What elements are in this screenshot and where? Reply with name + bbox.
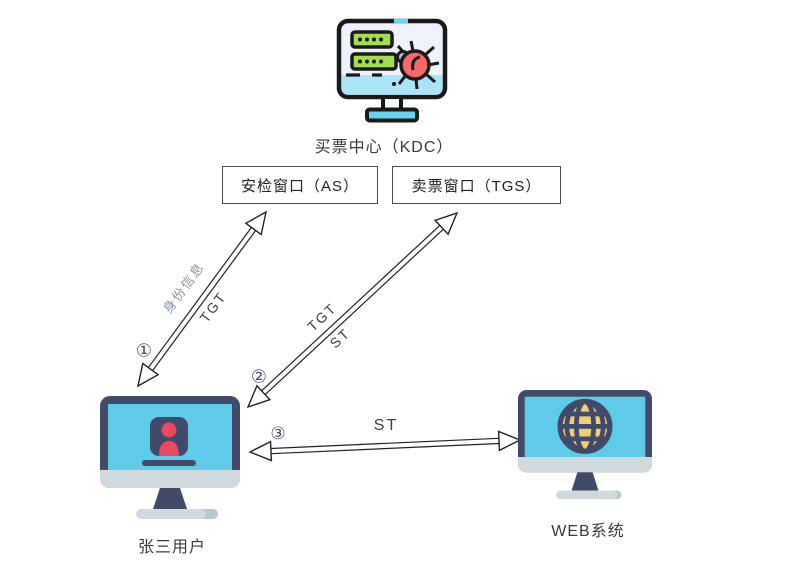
step-badge-1: ① (135, 340, 153, 361)
web-base (556, 490, 618, 500)
kdc-screen-band (341, 75, 443, 95)
flow2-label-tgt: TGT (304, 299, 340, 335)
user-monitor-bezel (100, 470, 240, 488)
flow3-label-st: ST (373, 417, 399, 434)
globe-icon (557, 398, 613, 454)
tgs-box: 卖票窗口（TGS） (392, 166, 561, 204)
user-screen-bar (142, 460, 196, 466)
web-monitor-bezel (518, 457, 652, 473)
flow1-label-tgt: TGT (196, 288, 230, 326)
user-base (136, 509, 206, 519)
kdc-computer-icon (336, 18, 448, 123)
kdc-base (365, 107, 419, 123)
kdc-label: 买票中心（KDC） (314, 139, 454, 156)
password-field-icon (350, 30, 394, 49)
step-badge-2: ② (250, 366, 268, 387)
user-label: 张三用户 (137, 539, 206, 556)
as-box: 安检窗口（AS） (222, 166, 378, 204)
web-label: WEB系统 (551, 523, 625, 540)
web-stand (571, 472, 599, 491)
user-stand (153, 488, 187, 509)
step-badge-3: ③ (270, 424, 286, 443)
person-icon (150, 417, 188, 456)
web-computer-icon (518, 390, 652, 500)
password-field-icon (350, 52, 398, 71)
bug-icon (396, 40, 440, 90)
flow2-label-st: ST (326, 324, 354, 352)
kdc-band-dot (392, 82, 396, 86)
user-computer-icon (100, 396, 240, 519)
